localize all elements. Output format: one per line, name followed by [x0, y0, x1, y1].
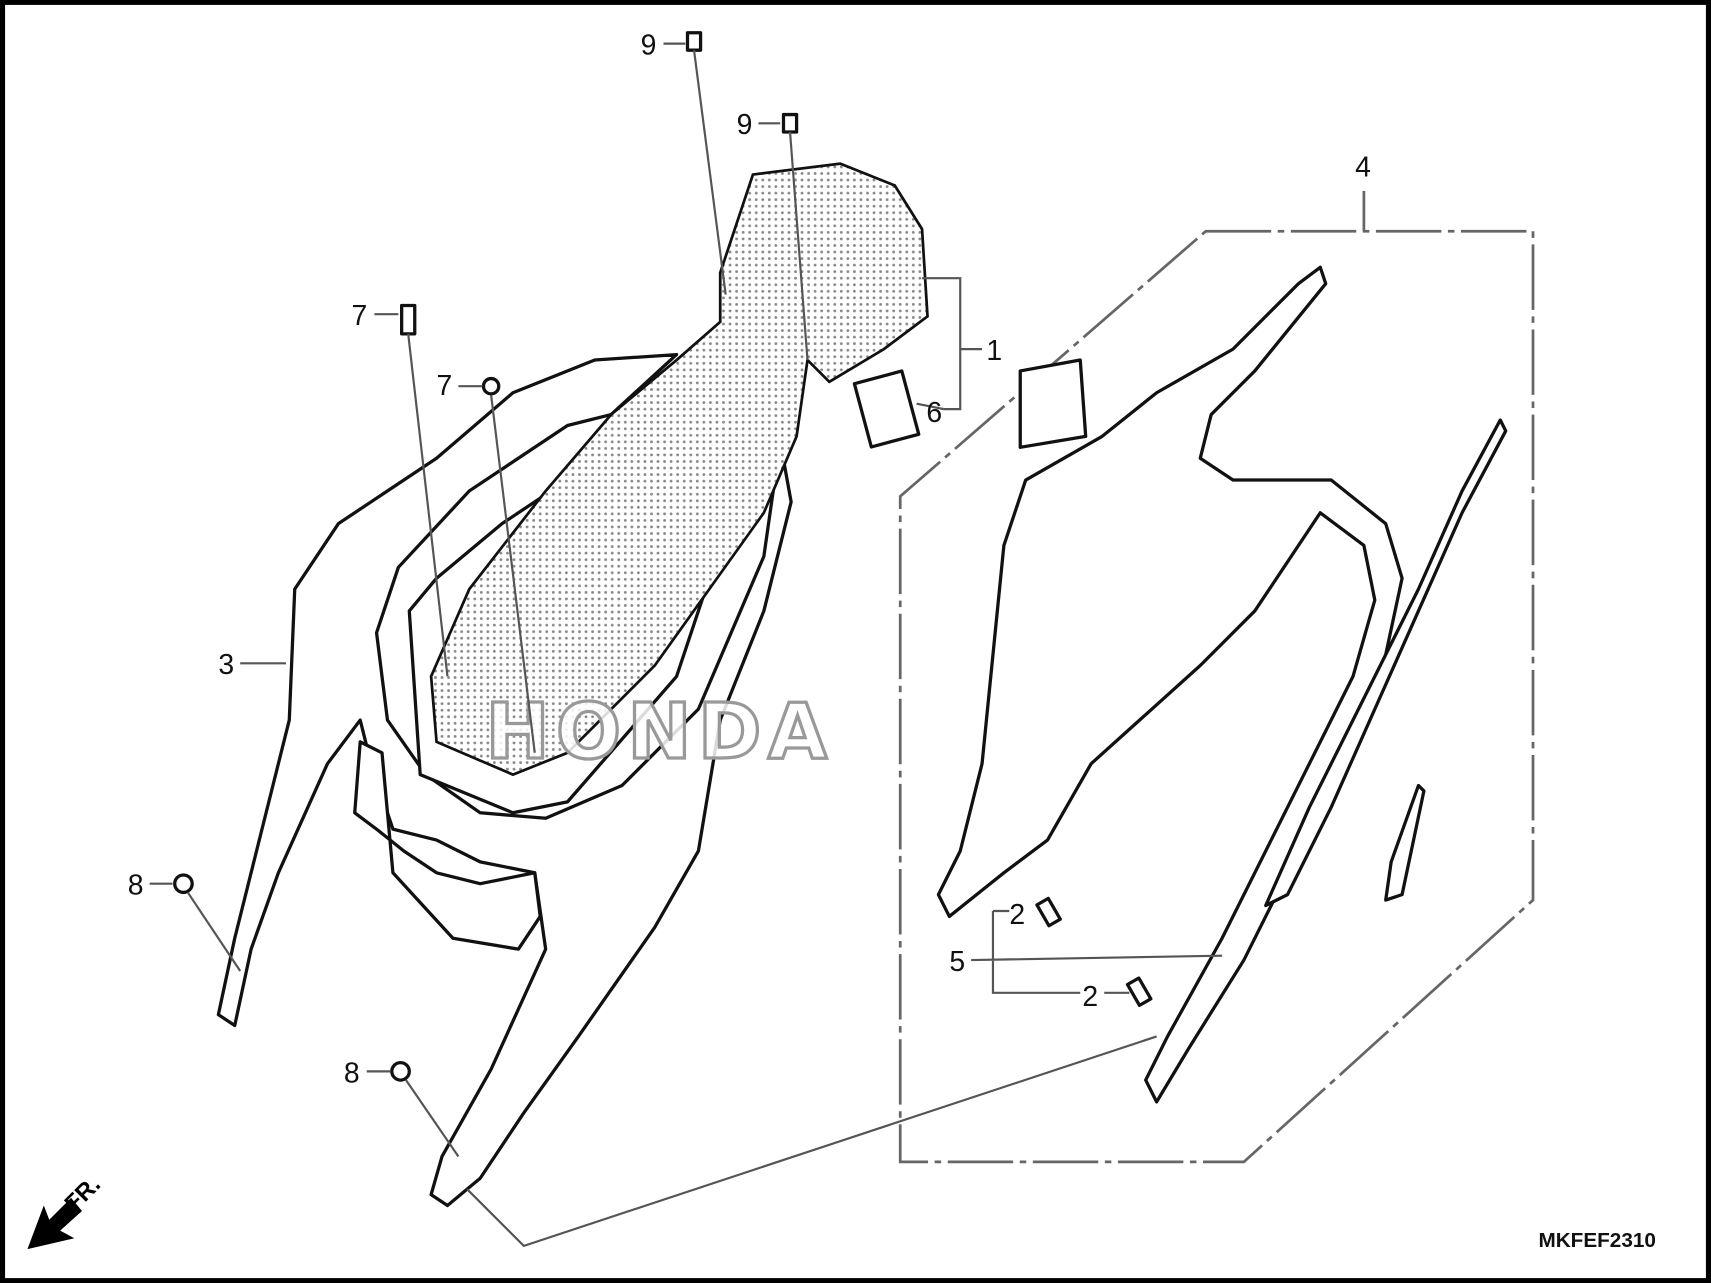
bolt-9b [781, 112, 799, 134]
watermark: HONDA [486, 688, 834, 777]
part-4-emblem [1384, 783, 1426, 902]
callout-1: 1 [986, 335, 1002, 367]
callout-8b: 8 [344, 1057, 360, 1089]
callout-2a: 2 [1009, 899, 1025, 931]
part-3-rear-cowl [216, 352, 793, 1208]
grommet-8b [390, 1060, 411, 1082]
callout-6: 6 [926, 397, 942, 429]
clip-2a [1035, 896, 1062, 928]
bolt-9a [685, 31, 703, 52]
diagram-code: MKFEF2310 [1538, 1229, 1655, 1252]
part-3-lower-panel [353, 740, 542, 951]
part-4-label-plate [1018, 358, 1088, 449]
callout-3: 3 [218, 649, 234, 681]
clip-2b [1125, 976, 1153, 1008]
part-4-edge-trim [1264, 418, 1508, 908]
callout-9b: 9 [737, 109, 753, 141]
screw-7a [400, 303, 417, 336]
callout-7b: 7 [437, 370, 453, 402]
part-4-assembly-box [898, 229, 1535, 1164]
part-6-pad [852, 369, 921, 449]
part-4-side-cowl [936, 265, 1404, 1104]
callout-4: 4 [1355, 152, 1371, 184]
grommet-8a [173, 873, 194, 895]
callout-2b: 2 [1082, 981, 1098, 1013]
screw-7b [481, 376, 501, 396]
callout-9a: 9 [641, 30, 657, 62]
callout-5: 5 [949, 946, 965, 978]
callout-8a: 8 [128, 870, 144, 902]
callout-7a: 7 [351, 300, 367, 332]
